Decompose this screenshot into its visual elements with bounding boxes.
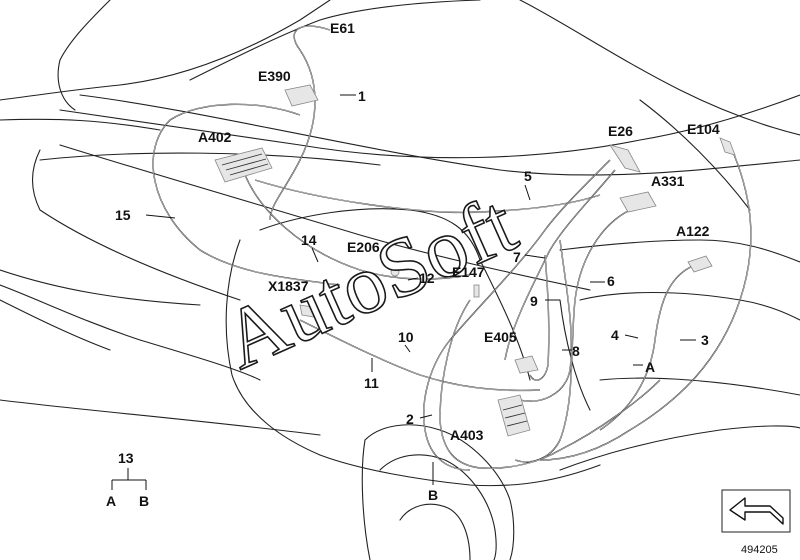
label-6: 6	[607, 273, 615, 289]
label-10: 10	[398, 329, 414, 345]
label-e390: E390	[258, 68, 291, 84]
label-e104: E104	[687, 121, 720, 137]
component-a402	[214, 147, 273, 183]
label-7: 7	[513, 249, 521, 265]
label-x1837: X1837	[268, 278, 309, 294]
label-2: 2	[406, 411, 414, 427]
label-3: 3	[701, 332, 709, 348]
label-12: 12	[419, 270, 435, 286]
legend-b: B	[139, 493, 149, 509]
wiring-harnesses	[152, 25, 752, 471]
label-e147: E147	[452, 264, 485, 280]
component-e405	[514, 355, 539, 374]
label-e61: E61	[330, 20, 355, 36]
component-e390	[284, 84, 319, 107]
label-1: 1	[358, 88, 366, 104]
label-a122: A122	[676, 223, 710, 239]
component-a403	[497, 394, 531, 437]
label-8: 8	[572, 343, 580, 359]
component-x1837	[299, 304, 321, 319]
component-e104	[719, 137, 736, 156]
label-e405: E405	[484, 329, 517, 345]
label-a331: A331	[651, 173, 685, 189]
label-e206: E206	[347, 239, 380, 255]
component-e26	[609, 144, 641, 173]
diagram-number: 494205	[741, 544, 778, 556]
components	[214, 84, 736, 437]
label-9: 9	[530, 293, 538, 309]
label-4: 4	[611, 327, 619, 343]
label-b-bottom: B	[428, 487, 438, 503]
component-e206	[390, 267, 400, 277]
label-14: 14	[301, 232, 317, 248]
legend-bracket: 13 A B	[106, 450, 149, 509]
label-11: 11	[364, 375, 379, 391]
legend-13: 13	[118, 450, 134, 466]
component-a331	[619, 191, 657, 213]
nav-arrow-box[interactable]	[721, 489, 791, 533]
label-a-right: A	[645, 359, 655, 375]
legend-a: A	[106, 493, 116, 509]
label-a402: A402	[198, 129, 232, 145]
component-e147	[473, 284, 480, 298]
label-e26: E26	[608, 123, 633, 139]
component-a122	[687, 255, 713, 273]
label-15: 15	[115, 207, 131, 223]
back-arrow-icon	[729, 497, 784, 525]
leader-lines	[145, 94, 696, 485]
label-a403: A403	[450, 427, 484, 443]
label-5: 5	[524, 168, 532, 184]
callout-labels: E61 E390 1 A402 E26 E104 5 A331 15 14 E2…	[115, 20, 720, 503]
